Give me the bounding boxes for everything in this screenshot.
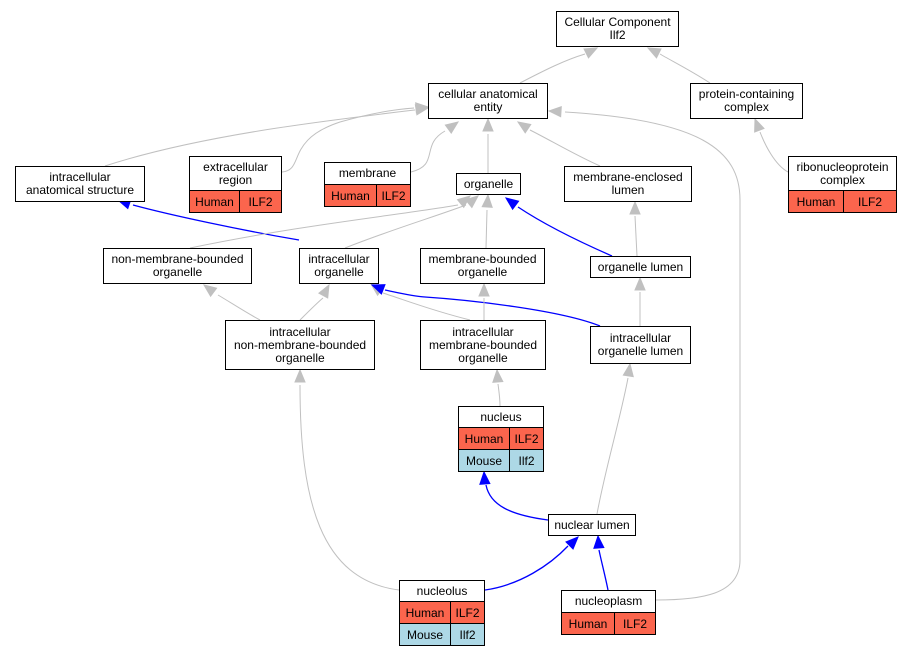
species-label: Human — [459, 428, 510, 449]
edge-iol-to-io — [384, 289, 601, 327]
arrowhead-inmbo-to-io — [318, 283, 330, 299]
species-label: Mouse — [400, 624, 451, 645]
annotation-row-human: Human ILF2 — [562, 613, 655, 634]
gene-label: ILF2 — [381, 188, 406, 203]
annotation-row-human: Human ILF2 — [400, 602, 484, 624]
arrowhead-ol-to-mel — [629, 200, 641, 215]
edge-nmbo-to-org — [189, 204, 459, 249]
arrowhead-npl-to-nl — [593, 534, 605, 549]
edge-npl-to-nl — [598, 549, 609, 591]
node-membrane-enclosed-lumen[interactable]: membrane-enclosed lumen — [564, 166, 692, 202]
arrowhead-nuc-to-imbo — [492, 368, 504, 383]
node-intracellular-non-membrane-bounded-organelle[interactable]: intracellular non-membrane-bounded organ… — [225, 320, 375, 370]
node-title: nucleoplasm — [562, 591, 655, 613]
edge-inmbo-to-nmbo — [217, 294, 261, 321]
arrowhead-org-to-cae — [482, 117, 494, 132]
arrowhead-pcc-to-root — [646, 47, 662, 59]
annotation-row-human: Human ILF2 — [459, 428, 543, 450]
species-label: Mouse — [459, 450, 510, 471]
arrowhead-rnp-to-pcc — [754, 117, 765, 133]
node-title: membrane — [325, 163, 410, 185]
node-organelle-lumen[interactable]: organelle lumen — [590, 256, 691, 278]
arrowhead-er-to-cae — [415, 102, 430, 114]
species-label: Human — [400, 602, 451, 623]
arrowhead-nol-to-inmbo — [294, 368, 306, 383]
node-nuclear-lumen[interactable]: nuclear lumen — [548, 514, 636, 536]
arrowhead-inmbo-to-nmbo — [202, 284, 218, 298]
node-title: nucleus — [459, 407, 543, 428]
gene-label: Ilf2 — [518, 453, 535, 468]
arrowhead-mem-to-cae — [444, 121, 460, 135]
gene-label: ILF2 — [248, 194, 273, 209]
node-intracellular-organelle[interactable]: intracellular organelle — [299, 248, 379, 284]
species-label: Human — [325, 185, 377, 206]
edge-ias-to-cae — [104, 109, 416, 167]
node-membrane[interactable]: membrane Human ILF2 — [324, 162, 411, 207]
node-membrane-bounded-organelle[interactable]: membrane-bounded organelle — [420, 248, 545, 284]
gene-label: ILF2 — [857, 194, 882, 209]
annotation-row-human: Human ILF2 — [190, 191, 281, 212]
edge-nuc-to-imbo — [497, 383, 501, 407]
arrowhead-iol-to-ol — [634, 276, 646, 291]
node-protein-containing-complex[interactable]: protein-containing complex — [690, 83, 803, 119]
species-label: Human — [789, 191, 844, 212]
edge-nol-to-nl — [484, 545, 569, 591]
node-organelle[interactable]: organelle — [456, 173, 521, 195]
arrowhead-nl-to-nuc — [479, 470, 491, 485]
edge-io-to-ias — [132, 204, 300, 241]
node-nucleoplasm[interactable]: nucleoplasm Human ILF2 — [561, 590, 656, 635]
node-title: extracellular region — [190, 157, 281, 191]
annotation-row-human: Human ILF2 — [789, 191, 896, 212]
node-title: nucleolus — [400, 581, 484, 602]
edge-mbo-to-org — [485, 209, 488, 249]
arrowhead-cae-to-root — [583, 47, 599, 59]
node-intracellular-membrane-bounded-organelle[interactable]: intracellular membrane-bounded organelle — [420, 320, 546, 370]
edge-imbo-to-io — [382, 292, 471, 321]
edge-cae-to-root — [519, 53, 586, 84]
edge-rnp-to-pcc — [759, 131, 789, 173]
node-non-membrane-bounded-organelle[interactable]: non-membrane-bounded organelle — [103, 248, 252, 284]
node-intracellular-anatomical-structure[interactable]: intracellular anatomical structure — [15, 166, 145, 202]
edge-nl-to-nuc — [485, 484, 549, 521]
edge-mem-to-cae — [410, 130, 446, 173]
arrowhead-nl-to-iol — [622, 362, 634, 378]
edge-ol-to-mel — [634, 215, 638, 257]
annotation-row-mouse: Mouse Ilf2 — [400, 624, 484, 645]
edge-io-to-org — [344, 204, 467, 249]
arrowhead-mel-to-cae — [516, 121, 532, 134]
edge-pcc-to-root — [659, 53, 711, 84]
node-ribonucleoprotein-complex[interactable]: ribonucleoprotein complex Human ILF2 — [788, 156, 897, 213]
edge-nl-to-iol — [596, 377, 629, 515]
gene-label: ILF2 — [455, 605, 480, 620]
edge-npl-to-cae — [564, 111, 741, 601]
arrowhead-imbo-to-mbo — [478, 282, 490, 297]
annotation-row-human: Human ILF2 — [325, 185, 410, 206]
gene-label: Ilf2 — [459, 627, 476, 642]
arrowhead-io-to-org — [464, 195, 480, 209]
arrowhead-mbo-to-org — [481, 193, 493, 208]
gene-label: ILF2 — [514, 431, 539, 446]
gene-label: ILF2 — [622, 616, 647, 631]
species-label: Human — [562, 613, 615, 634]
node-cellular-component[interactable]: Cellular Component Ilf2 — [556, 11, 679, 47]
arrowhead-npl-to-cae — [547, 106, 562, 118]
node-intracellular-organelle-lumen[interactable]: intracellular organelle lumen — [590, 326, 691, 364]
edge-mel-to-cae — [529, 129, 601, 167]
node-nucleus[interactable]: nucleus Human ILF2 Mouse Ilf2 — [458, 406, 544, 472]
node-extracellular-region[interactable]: extracellular region Human ILF2 — [189, 156, 282, 213]
species-label: Human — [190, 191, 240, 212]
node-title: ribonucleoprotein complex — [789, 157, 896, 191]
edge-er-to-cae — [281, 107, 415, 173]
annotation-row-mouse: Mouse Ilf2 — [459, 450, 543, 471]
edge-inmbo-to-io — [299, 297, 324, 321]
node-nucleolus[interactable]: nucleolus Human ILF2 Mouse Ilf2 — [399, 580, 485, 646]
arrowhead-iol-to-io — [370, 284, 386, 295]
arrowhead-nol-to-nl — [565, 536, 579, 550]
edge-ol-to-org — [517, 206, 613, 257]
arrowhead-ol-to-org — [504, 197, 520, 211]
edge-nol-to-inmbo — [299, 384, 400, 591]
node-cellular-anatomical-entity[interactable]: cellular anatomical entity — [428, 83, 548, 119]
